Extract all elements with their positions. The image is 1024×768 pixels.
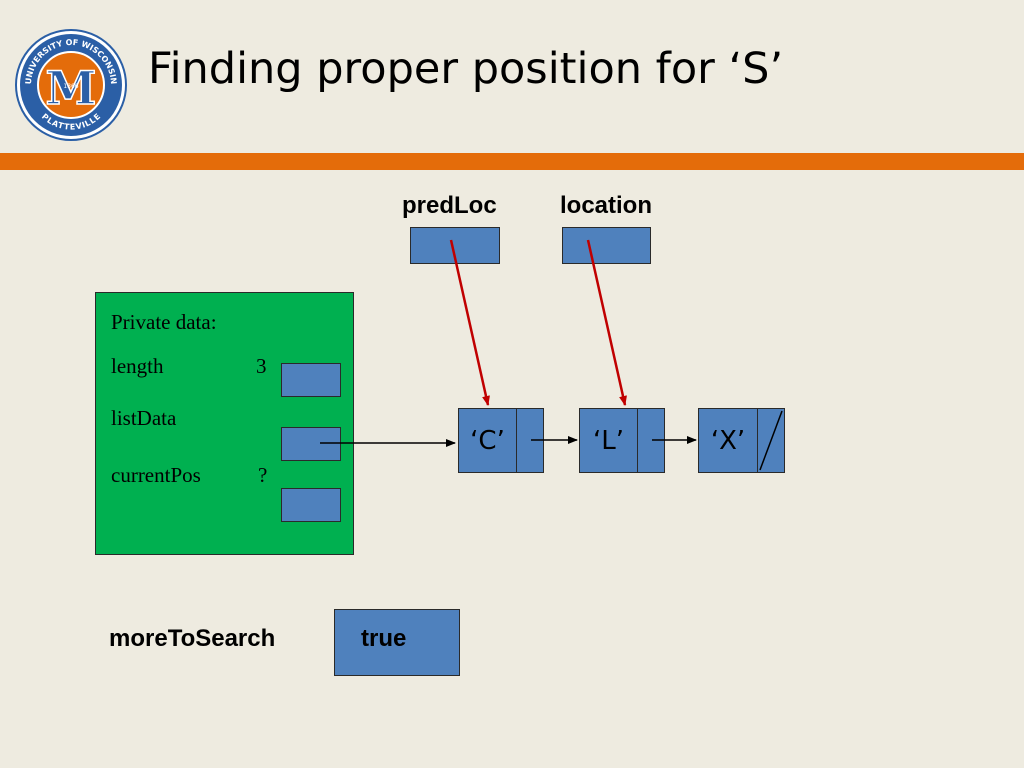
list-node: ‘X’ xyxy=(698,408,785,473)
predloc-arrow xyxy=(449,239,490,406)
currentpos-box xyxy=(281,488,341,522)
more-to-search-box xyxy=(334,609,460,676)
length-box xyxy=(281,363,341,397)
location-arrow xyxy=(586,239,627,406)
list-node: ‘L’ xyxy=(579,408,665,473)
list-node: ‘C’ xyxy=(458,408,544,473)
length-value: 3 xyxy=(256,354,267,378)
location-pointer-box xyxy=(562,227,651,264)
slide-title: Finding proper position for ‘S’ xyxy=(148,44,784,94)
listdata-box xyxy=(281,427,341,461)
location-label: location xyxy=(560,192,653,219)
predloc-label: predLoc xyxy=(402,192,497,219)
predloc-pointer-box xyxy=(410,227,500,264)
node-info: ‘X’ xyxy=(710,425,746,456)
node-next-pointer xyxy=(516,409,543,472)
currentpos-label: currentPos xyxy=(111,463,201,487)
title-accent-bar xyxy=(0,153,1024,170)
private-data-title: Private data: xyxy=(111,310,217,334)
node-info: ‘L’ xyxy=(592,425,624,456)
currentpos-value: ? xyxy=(258,463,268,487)
node-next-pointer xyxy=(757,409,784,472)
more-to-search-label: moreToSearch xyxy=(109,625,276,652)
university-seal-logo: UNIVERSITY OF WISCONSIN PLATTEVILLE M 18… xyxy=(15,29,127,141)
node-info: ‘C’ xyxy=(470,425,505,456)
node-next-pointer xyxy=(637,409,664,472)
length-label: length xyxy=(111,354,164,378)
seal-letter: M xyxy=(46,61,97,115)
seal-year: 1866 xyxy=(63,83,78,90)
more-to-search-value: true xyxy=(361,625,407,652)
listdata-label: listData xyxy=(111,406,177,430)
